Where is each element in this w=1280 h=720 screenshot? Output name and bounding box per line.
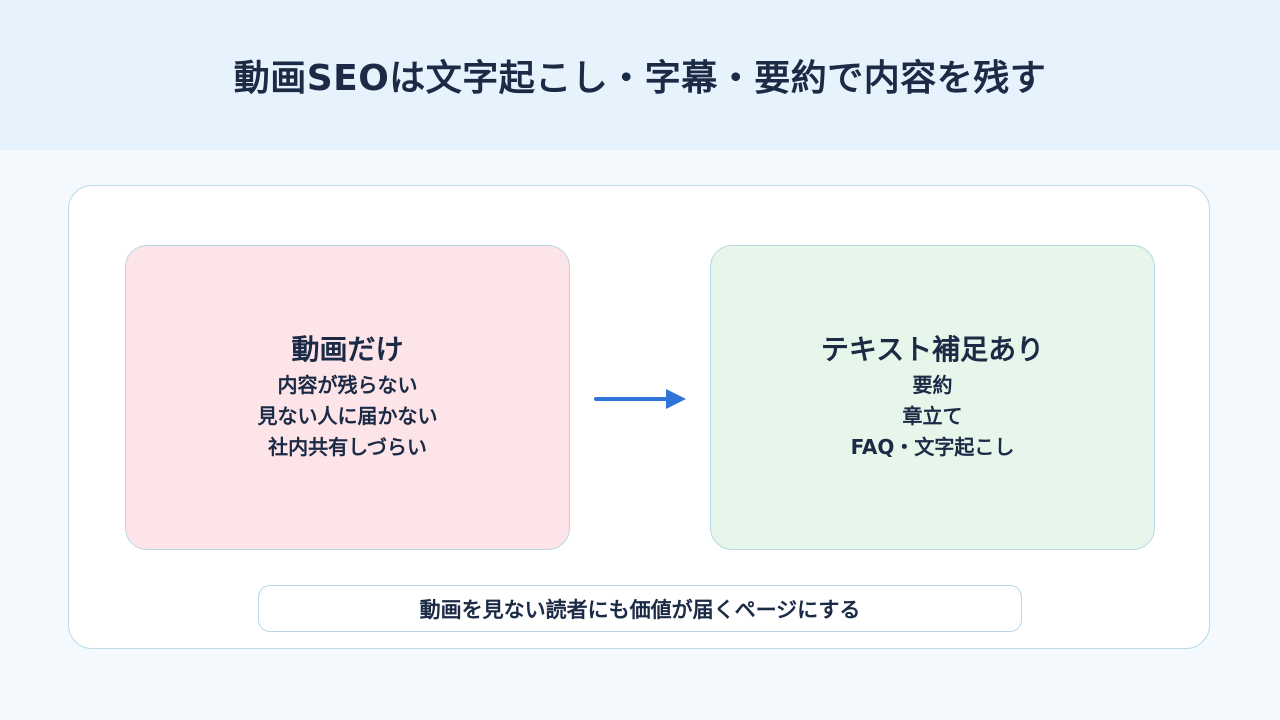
video-only-item: 見ない人に届かない: [257, 404, 438, 428]
conclusion-banner: 動画を見ない読者にも価値が届くページにする: [258, 585, 1022, 632]
video-only-item: 内容が残らない: [277, 373, 418, 397]
video-only-item: 社内共有しづらい: [268, 435, 427, 459]
page-title: 動画SEOは文字起こし・字幕・要約で内容を残す: [233, 58, 1047, 99]
text-supplement-item: 要約: [912, 373, 953, 397]
title-banner: 動画SEOは文字起こし・字幕・要約で内容を残す: [0, 0, 1280, 150]
video-only-title: 動画だけ: [291, 333, 404, 366]
text-supplement-item: FAQ・文字起こし: [850, 435, 1015, 459]
text-supplement-item: 章立て: [902, 404, 963, 428]
video-only-box: 動画だけ 内容が残らない 見ない人に届かない 社内共有しづらい: [125, 245, 570, 550]
right-arrow-icon: [594, 389, 686, 409]
text-supplement-box: テキスト補足あり 要約 章立て FAQ・文字起こし: [710, 245, 1155, 550]
text-supplement-title: テキスト補足あり: [820, 333, 1045, 366]
